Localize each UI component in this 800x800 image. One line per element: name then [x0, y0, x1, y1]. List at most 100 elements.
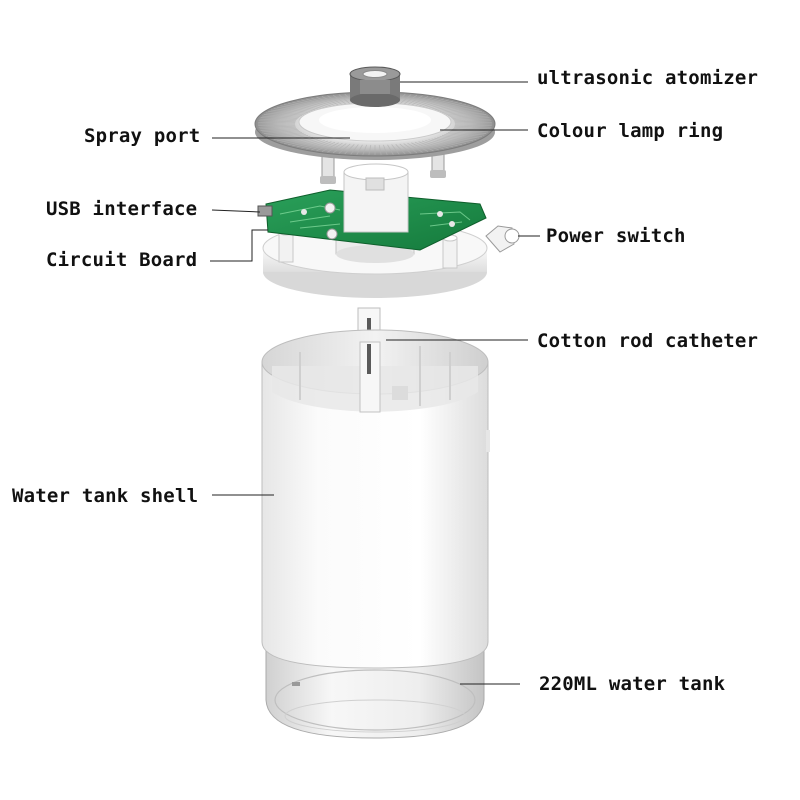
lamp-ring-rib: [442, 106, 474, 113]
lamp-ring-rib: [399, 94, 412, 105]
lamp-ring-rib: [446, 133, 480, 139]
lamp-ring-rib: [437, 136, 467, 144]
lamp-ring-rib: [273, 134, 306, 140]
lamp-ring-rib: [425, 99, 449, 109]
lamp-ring-rib: [403, 143, 418, 154]
lamp-ring-rib: [434, 102, 463, 111]
lamp-ring-rib: [332, 94, 347, 105]
lamp-ring-rib: [260, 117, 297, 121]
lamp-ring-rib: [444, 108, 477, 114]
lamp-ring-rib: [411, 142, 429, 152]
lamp-ring-rib: [414, 141, 434, 152]
lamp-ring-rib: [425, 139, 449, 149]
lamp-ring-rib: [258, 125, 296, 128]
lamp-ring-rib: [449, 131, 485, 136]
lamp-ring-rib: [449, 112, 485, 117]
lamp-ring-rib: [399, 143, 412, 154]
lamp-ring-rib: [311, 97, 332, 107]
lamp-ring-rib: [437, 104, 467, 112]
lamp-ring-rib: [434, 137, 463, 146]
label-water-tank-shell: Water tank shell: [12, 485, 199, 507]
water-tank-shell: [261, 329, 490, 739]
lamp-ring-rib: [280, 135, 311, 143]
lamp-ring-rib: [296, 139, 322, 148]
lamp-ring-rib: [338, 94, 351, 105]
leader-circuit-board: [210, 229, 268, 262]
lamp-ring-rib: [444, 134, 477, 140]
label-usb-interface: USB interface: [46, 198, 198, 220]
lamp-ring-rib: [258, 124, 296, 127]
lamp-ring-rib: [418, 141, 439, 151]
lamp-ring-rib: [344, 144, 355, 155]
lamp-ring-rib: [378, 144, 382, 156]
lamp-ring-rib: [332, 143, 347, 154]
lamp-ring-rib: [321, 142, 339, 152]
lamp-ring-rib: [287, 102, 316, 111]
lamp-ring-rib: [283, 104, 313, 112]
label-colour-lamp-ring: Colour lamp ring: [537, 120, 724, 142]
label-circuit-board: Circuit Board: [46, 249, 198, 271]
lamp-ring-rib: [270, 109, 304, 115]
lamp-ring-rib: [287, 137, 316, 146]
lamp-ring-rib: [311, 141, 332, 151]
lamp-ring-rib: [258, 120, 296, 123]
lamp-ring-rib: [306, 140, 329, 150]
label-cotton-rod-catheter: Cotton rod catheter: [537, 330, 759, 352]
lamp-ring-rib: [452, 115, 489, 119]
lamp-ring-rib: [431, 101, 458, 110]
label-water-tank: 220ML water tank: [539, 673, 726, 695]
lamp-ring-rib: [327, 142, 343, 153]
lamp-ring-rib: [403, 94, 418, 105]
lamp-ring-rib: [387, 144, 394, 155]
lamp-ring-rib: [362, 144, 368, 155]
lamp-ring-rib: [268, 132, 302, 138]
lamp-ring-rib: [321, 96, 339, 106]
lamp-ring-rib: [261, 129, 298, 133]
lamp-ring-rib: [296, 100, 322, 109]
circuit-board-assembly: [257, 163, 520, 298]
lamp-ring-rib: [451, 130, 487, 134]
lamp-ring-rib: [306, 98, 329, 108]
lamp-ring-rib: [395, 144, 406, 155]
lamp-ring-rib: [454, 120, 492, 123]
lamp-ring-rib: [407, 142, 423, 153]
lamp-ring-rib: [421, 98, 444, 108]
lamp-ring-rib: [280, 105, 311, 113]
lamp-ring-rib: [414, 96, 434, 107]
lamp-ring-rib: [338, 143, 351, 154]
lamp-ring-rib: [301, 99, 325, 109]
lamp-ring-rib: [446, 109, 480, 115]
lamp-ring-rib: [453, 118, 491, 122]
lamp-ring-rib: [453, 126, 491, 130]
lamp-ring-rib: [391, 144, 400, 155]
lamp-ring-rib: [259, 118, 297, 122]
lamp-ring-rib: [292, 138, 319, 147]
lamp-ring-rib: [431, 138, 458, 147]
lamp-ring-rib: [451, 114, 487, 118]
lamp-ring-rib: [268, 110, 302, 116]
lamp-ring-rib: [316, 141, 336, 152]
lamp-ring-rib: [327, 95, 343, 106]
ultrasonic-atomizer: [349, 66, 401, 107]
lamp-ring-rib: [439, 105, 470, 113]
lamp-ring-rib: [453, 117, 490, 121]
lamp-ring-rib: [442, 135, 474, 142]
lamp-ring-rib: [276, 106, 308, 113]
label-spray-port: Spray port: [84, 125, 201, 147]
lamp-ring-rib: [265, 112, 301, 117]
lamp-ring-rib: [261, 115, 298, 119]
lamp-ring-rib: [350, 144, 359, 155]
lamp-ring-rib: [292, 101, 319, 110]
lamp-ring-rib: [454, 121, 492, 124]
leader-usb-interface: [211, 209, 261, 213]
lamp-ring-rib: [454, 124, 492, 127]
lamp-ring-rib: [258, 121, 296, 124]
lamp-ring-rib: [418, 97, 439, 107]
lamp-ring-rib: [368, 144, 372, 156]
lamp-ring-rib: [439, 135, 470, 143]
label-power-switch: Power switch: [546, 225, 686, 247]
label-ultrasonic-atomizer: ultrasonic atomizer: [537, 67, 759, 89]
colour-lamp-ring: [254, 91, 496, 184]
